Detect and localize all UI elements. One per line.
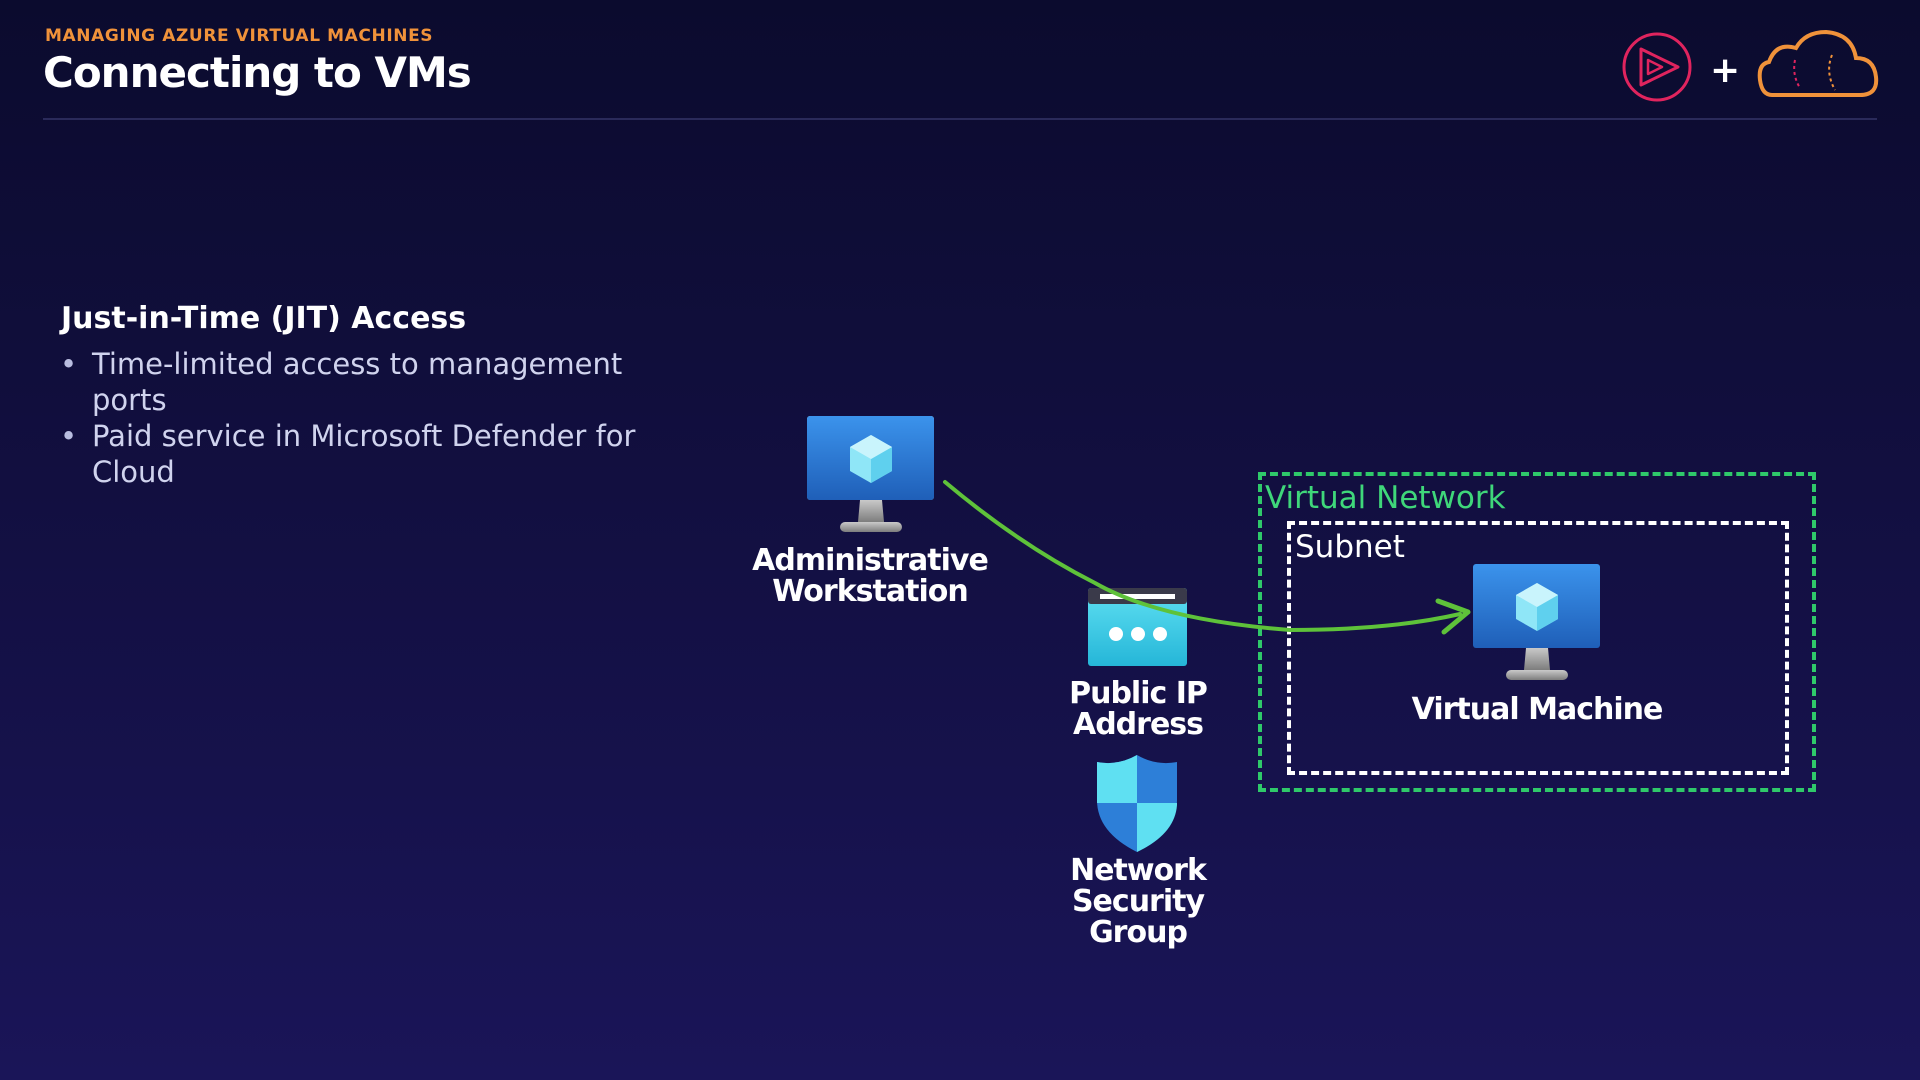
virtual-machine-label: Virtual Machine [1411, 692, 1664, 727]
virtual-network-box [1258, 472, 1816, 792]
virtual-machine-monitor-icon [1473, 564, 1600, 680]
public-ip-label: Public IP Address [1069, 676, 1208, 742]
admin-workstation-monitor-icon [807, 416, 934, 532]
content-heading: Just-in-Time (JIT) Access [61, 301, 467, 336]
page-title: Connecting to VMs [43, 48, 472, 97]
section-eyebrow: MANAGING AZURE VIRTUAL MACHINES [45, 26, 434, 46]
connection-arrow-icon [943, 480, 1471, 635]
subnet-box [1287, 521, 1789, 775]
nsg-label: Network Security Group [1070, 853, 1207, 950]
plus-sign: + [1710, 50, 1741, 91]
admin-workstation-label: Administrative Workstation [752, 543, 989, 609]
subnet-label: Subnet [1295, 529, 1405, 565]
play-logo-icon [1622, 32, 1692, 102]
virtual-network-label: Virtual Network [1265, 480, 1506, 516]
bullet-item: Time-limited access to management ports [60, 346, 640, 418]
shield-icon [1097, 755, 1177, 852]
header-divider [43, 118, 1877, 120]
public-ip-icon [1088, 588, 1187, 666]
bullet-list: Time-limited access to management ports … [60, 346, 640, 490]
bullet-item: Paid service in Microsoft Defender for C… [60, 418, 640, 490]
cloud-logo-icon [1757, 29, 1879, 97]
